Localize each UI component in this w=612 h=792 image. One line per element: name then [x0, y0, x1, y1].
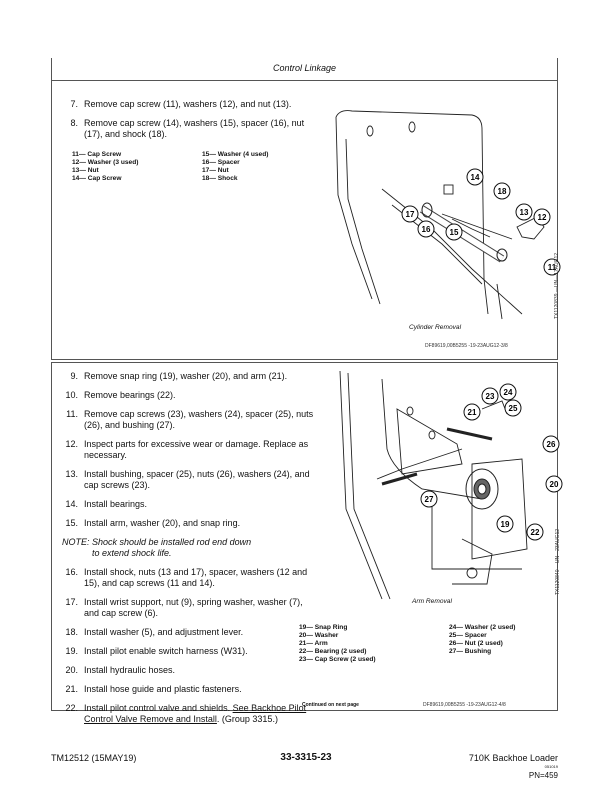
step-item: 21.Install hose guide and plastic fasten…: [65, 684, 242, 694]
callout-circle: [445, 223, 463, 241]
callout-label: 15: [450, 228, 459, 237]
cylinder-removal-figure: 14 18 17 16 15 13 12 11: [335, 110, 561, 320]
callout-label: 21: [468, 408, 477, 417]
callout-label: 26: [547, 440, 556, 449]
parts-legend: 19— Snap Ring 20— Washer 21— Arm 22— Bea…: [299, 624, 516, 663]
callout-circle: [466, 168, 484, 186]
callout-circle: [463, 403, 481, 421]
callout-circle: [493, 182, 511, 200]
footer-model: 710K Backhoe Loader: [468, 753, 558, 763]
step-item: 15.Install arm, washer (20), and snap ri…: [65, 518, 241, 528]
callout-circle: [542, 435, 560, 453]
step-item: 13.Install bushing, spacer (25), nuts (2…: [65, 469, 310, 490]
callout-circle: [499, 383, 517, 401]
page-title: Control Linkage: [272, 63, 337, 73]
callout-label: 13: [520, 208, 529, 217]
step-item: 18.Install washer (5), and adjustment le…: [65, 627, 244, 637]
figure-code: TX1120839 —UN—17AUG12: [554, 252, 560, 319]
arm-removal-figure: 23 24 21 25 26 20 27 19 22: [339, 370, 563, 600]
document-code: DF89619,00B5255 -19-23AUG12-4/8: [423, 702, 506, 708]
figure-caption: Cylinder Removal: [409, 324, 462, 331]
step-item: 14.Install bearings.: [65, 499, 148, 509]
callout-circle: [504, 399, 522, 417]
note: NOTE: Shock should be installed rod end …: [62, 537, 252, 558]
section-arm-removal: 9.Remove snap ring (19), washer (20), an…: [51, 362, 563, 724]
callout-circle: [417, 220, 435, 238]
callout-circle: [526, 523, 544, 541]
figure-code: TX1120840 —UN—23AUG12: [555, 528, 561, 595]
callout-circle: [543, 258, 561, 276]
callout-label: 20: [550, 480, 559, 489]
callout-label: 19: [501, 520, 510, 529]
step-item: 20.Install hydraulic hoses.: [65, 665, 176, 675]
callout-circle: [496, 515, 514, 533]
step-item: 9.Remove snap ring (19), washer (20), an…: [70, 371, 288, 381]
step-item: 8. Remove cap screw (14), washers (15), …: [70, 118, 305, 139]
steps-list: 7. Remove cap screw (11), washers (12), …: [62, 99, 312, 148]
callout-label: 18: [498, 187, 507, 196]
step-item: 16.Install shock, nuts (13 and 17), spac…: [65, 567, 308, 588]
section-cylinder-removal: 7. Remove cap screw (11), washers (12), …: [51, 80, 561, 360]
step-item: 19.Install pilot enable switch harness (…: [65, 646, 248, 656]
callout-circle: [515, 203, 533, 221]
callout-label: 27: [425, 495, 434, 504]
callout-label: 14: [471, 173, 480, 182]
callout-label: 25: [509, 404, 518, 413]
step-item: 17.Install wrist support, nut (9), sprin…: [65, 597, 303, 618]
callout-label: 17: [406, 210, 415, 219]
callout-label: 23: [486, 392, 495, 401]
callout-circle: [420, 490, 438, 508]
callout-circle: [481, 387, 499, 405]
step-item: 11.Remove cap screws (23), washers (24),…: [66, 409, 314, 430]
step-item: 10.Remove bearings (22).: [65, 390, 176, 400]
footer-pn: PN=459: [528, 771, 558, 780]
callout-circle: [533, 208, 551, 226]
figure-caption: Arm Removal: [412, 598, 452, 605]
steps-list: 9.Remove snap ring (19), washer (20), an…: [62, 371, 317, 733]
callout-label: 16: [422, 225, 431, 234]
continued-note: Continued on next page: [302, 702, 359, 708]
header-frame: Control Linkage: [51, 58, 558, 80]
callout-label: 24: [504, 388, 513, 397]
footer-manual-id: TM12512 (15MAY19): [51, 753, 137, 763]
callout-label: 12: [538, 213, 547, 222]
step-item: 7. Remove cap screw (11), washers (12), …: [70, 99, 292, 109]
footer-date-code: 051019: [544, 764, 558, 769]
callout-label: 22: [531, 528, 540, 537]
callout-label: 11: [548, 263, 557, 272]
callout-circle: [545, 475, 563, 493]
cross-reference-link[interactable]: See Backhoe Pilot Control Valve Remove a…: [84, 703, 307, 724]
step-item: 12.Inspect parts for excessive wear or d…: [65, 439, 309, 460]
parts-legend: 11— Cap Screw 12— Washer (3 used) 13— Nu…: [72, 151, 269, 182]
document-code: DF89619,00B5255 -19-23AUG12-3/8: [425, 343, 508, 349]
step-item: 22. Install pilot control valve and shie…: [65, 703, 307, 724]
footer-page-number: 33-3315-23: [280, 752, 332, 763]
callout-circle: [401, 205, 419, 223]
